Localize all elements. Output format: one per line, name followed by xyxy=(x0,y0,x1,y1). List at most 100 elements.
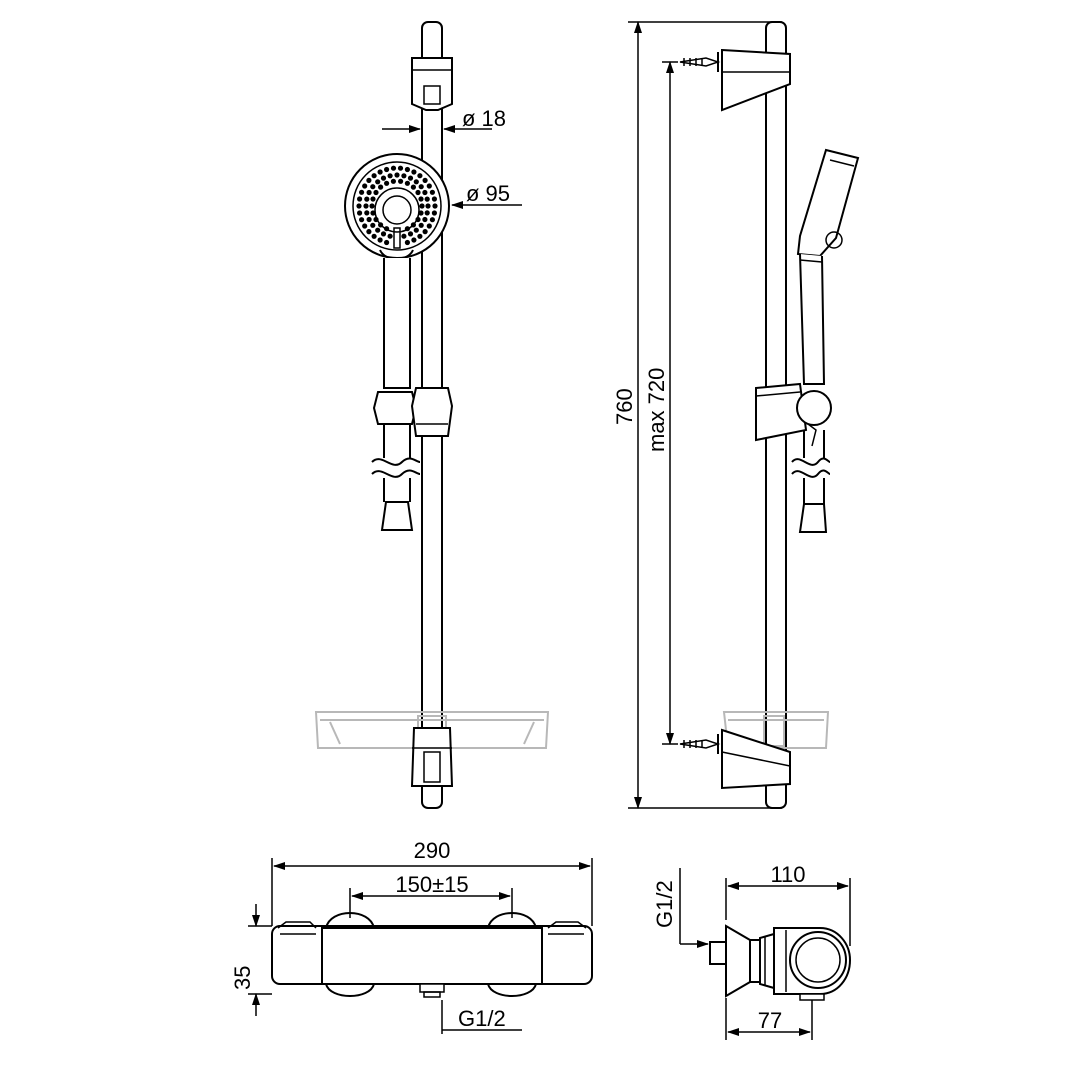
nozzle-dot xyxy=(369,203,375,209)
nozzle-dot xyxy=(366,189,372,196)
nozzle-dot xyxy=(418,184,424,190)
hose-front xyxy=(371,424,421,531)
dim-side-depth: 110 xyxy=(725,862,851,946)
nozzle-dot xyxy=(419,203,425,209)
hose-side xyxy=(791,430,831,533)
nozzle-dot xyxy=(377,169,383,175)
nozzle-dot xyxy=(387,233,393,239)
nozzle-dot xyxy=(404,180,410,186)
nozzle-dot xyxy=(424,210,430,216)
top-screw xyxy=(679,52,721,72)
mixer-side-view: 110 G1/2 77 xyxy=(652,862,852,1040)
nozzle-dot xyxy=(378,184,384,190)
nozzle-dot xyxy=(418,196,424,202)
top-bracket-side xyxy=(721,48,791,112)
label-height-max: max 720 xyxy=(644,368,669,452)
nozzle-dot xyxy=(413,227,419,233)
nozzle-dot xyxy=(387,173,393,179)
nozzle-dot xyxy=(359,189,365,195)
label-centers-mixer: 150±15 xyxy=(395,872,468,897)
nozzle-dot xyxy=(404,239,410,246)
nozzle-dot xyxy=(373,189,379,196)
nozzle-dot xyxy=(422,229,428,235)
nozzle-dot xyxy=(429,189,435,195)
nozzle-dot xyxy=(397,165,404,171)
nozzle-dot xyxy=(398,178,404,184)
nozzle-dot xyxy=(394,172,400,178)
nozzle-dot xyxy=(384,180,390,186)
bottom-screw xyxy=(679,734,721,754)
nozzle-dot xyxy=(371,233,377,239)
dim-rail-diameter: ø 18 xyxy=(382,106,506,133)
nozzle-dot xyxy=(415,189,421,196)
nozzle-dot xyxy=(380,231,387,237)
dim-head-diameter: ø 95 xyxy=(451,181,522,209)
nozzle-dot xyxy=(366,229,372,235)
nozzle-dot xyxy=(410,184,416,190)
label-height-total: 760 xyxy=(612,388,637,425)
label-depth-side: 110 xyxy=(770,862,805,887)
nozzle-dot xyxy=(375,179,381,185)
nozzle-dot xyxy=(370,184,376,190)
label-outlet-mixer: G1/2 xyxy=(458,1006,506,1031)
nozzle-dot xyxy=(362,183,368,189)
bottom-bracket-side xyxy=(721,728,791,790)
nozzle-dot xyxy=(429,217,435,223)
nozzle-dot xyxy=(384,239,390,246)
nozzle-dot xyxy=(359,217,365,223)
label-width-mixer: 290 xyxy=(414,838,451,863)
nozzle-dot xyxy=(364,196,370,202)
nozzle-dot xyxy=(411,237,417,243)
nozzle-dot xyxy=(426,223,432,229)
nozzle-dot xyxy=(357,210,363,216)
nozzle-dot xyxy=(371,173,377,179)
side-view: 760 max 720 xyxy=(612,21,860,809)
nozzle-dot xyxy=(417,233,423,239)
nozzle-dot xyxy=(404,166,410,173)
slider-holder-side xyxy=(755,382,832,447)
nozzle-dot xyxy=(362,223,368,229)
shower-head-front xyxy=(344,153,450,389)
nozzle-dot xyxy=(417,173,423,179)
dim-mixer-width: 290 xyxy=(271,838,593,926)
label-height-mixer: 35 xyxy=(230,966,255,990)
dim-side-inlet: G1/2 xyxy=(652,868,709,948)
nozzle-dot xyxy=(364,210,370,216)
nozzle-dot xyxy=(431,210,437,216)
nozzle-dot xyxy=(422,216,428,223)
nozzle-dot xyxy=(375,227,381,233)
label-diameter-head: ø 95 xyxy=(466,181,510,206)
nozzle-dot xyxy=(431,196,437,202)
nozzle-dot xyxy=(422,177,428,183)
dim-mixer-height: 35 xyxy=(230,904,272,1016)
nozzle-dot xyxy=(356,203,362,209)
label-inlet-side: G1/2 xyxy=(652,880,677,928)
nozzle-dot xyxy=(401,233,407,239)
nozzle-dot xyxy=(366,177,372,183)
nozzle-dot xyxy=(390,178,396,184)
nozzle-dot xyxy=(413,179,419,185)
nozzle-dot xyxy=(363,203,369,209)
hand-shower-side xyxy=(796,148,860,385)
nozzle-dot xyxy=(370,210,376,216)
nozzle-dot xyxy=(380,175,387,181)
nozzle-dot xyxy=(425,203,431,209)
nozzle-dot xyxy=(424,196,430,202)
nozzle-dot xyxy=(407,231,414,237)
nozzle-dot xyxy=(384,166,390,173)
nozzle-dot xyxy=(401,173,407,179)
nozzle-dot xyxy=(357,196,363,202)
nozzle-dot xyxy=(426,183,432,189)
dim-max-height: max 720 xyxy=(644,61,678,745)
nozzle-dot xyxy=(418,222,424,228)
nozzle-dot xyxy=(370,196,376,202)
slider-holder-front xyxy=(372,387,454,437)
nozzle-dot xyxy=(432,203,438,209)
bottom-bracket-front xyxy=(410,727,454,787)
nozzle-dot xyxy=(390,165,397,171)
nozzle-dot xyxy=(377,237,383,243)
top-bracket-front xyxy=(411,57,453,111)
nozzle-dot xyxy=(418,210,424,216)
dim-total-height: 760 xyxy=(612,21,782,809)
